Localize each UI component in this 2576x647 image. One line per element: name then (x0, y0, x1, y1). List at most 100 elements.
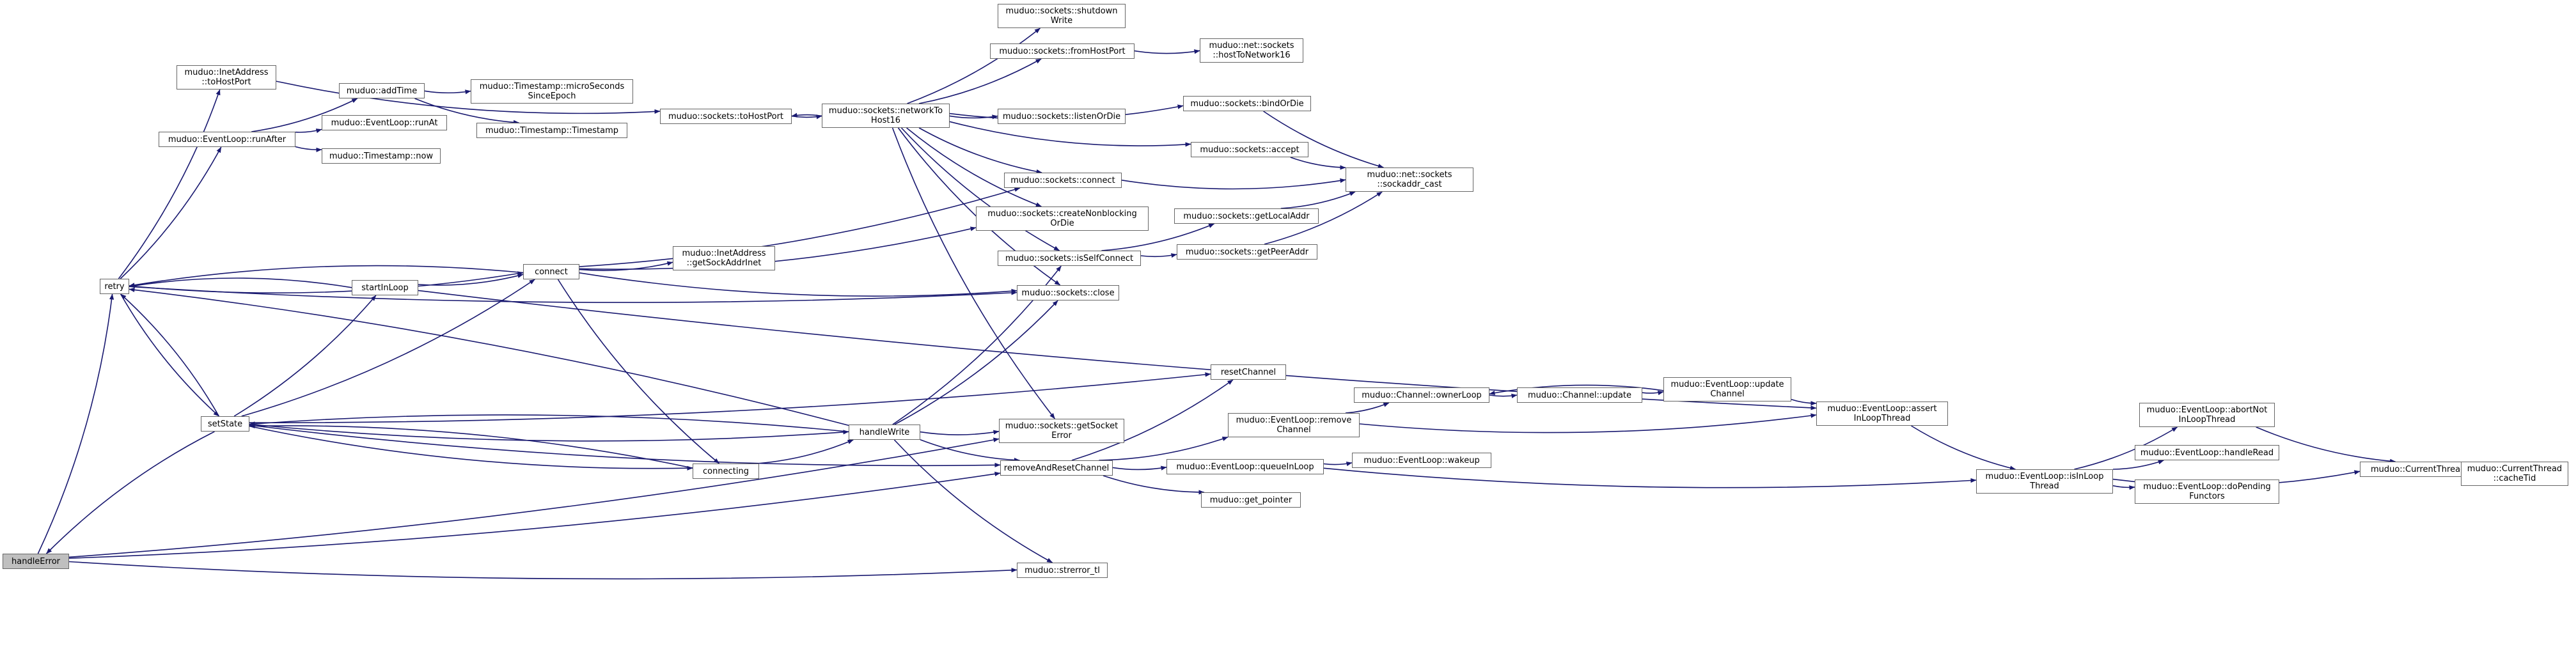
node-tsNow[interactable]: muduo::Timestamp::now (322, 148, 441, 164)
edge-retry-to-runAfter (120, 146, 222, 279)
node-setState[interactable]: setState (201, 416, 249, 432)
node-label-line: muduo::net::sockets (1209, 41, 1294, 51)
edge-retry-to-setState (120, 293, 219, 417)
node-resetChannel[interactable]: resetChannel (1211, 364, 1286, 380)
node-bindOrDie[interactable]: muduo::sockets::bindOrDie (1183, 96, 1311, 111)
node-listenOrDie[interactable]: muduo::sockets::listenOrDie (998, 109, 1126, 124)
node-sockaddrCast[interactable]: muduo::net::sockets::sockaddr_cast (1346, 168, 1473, 192)
node-sockConnect[interactable]: muduo::sockets::connect (1004, 173, 1122, 188)
edge-handleWrite-to-strerror_tl (893, 439, 1053, 563)
node-strerror_tl[interactable]: muduo::strerror_tl (1017, 563, 1108, 578)
node-label-line: muduo::InetAddress (682, 249, 766, 258)
call-edges (37, 27, 2494, 580)
edge-addTime-to-tsCtor (414, 98, 519, 125)
edge-queueInLoop-to-wakeup (1323, 462, 1353, 467)
node-label-line: InLoopThread (1853, 414, 1911, 423)
node-retry[interactable]: retry (100, 279, 129, 294)
node-label-line: retry (104, 281, 125, 292)
node-getSockAddrInet[interactable]: muduo::InetAddress::getSockAddrInet (673, 246, 775, 270)
node-label-line: handleWrite (859, 427, 910, 437)
node-removeAndResetChannel[interactable]: removeAndResetChannel (1000, 460, 1113, 476)
node-label-line: InLoopThread (2178, 415, 2236, 425)
edge-setState-to-handleError (45, 431, 215, 554)
edge-runAfter-to-runAt (295, 129, 322, 134)
edge-connecting-to-setState (249, 423, 693, 469)
edge-networkToHost16-to-shutdownWrite (907, 27, 1041, 104)
edge-connecting-to-handleWrite (757, 439, 854, 464)
node-label-line: Functors (2189, 492, 2225, 501)
node-label-line: muduo::sockets::toHostPort (668, 111, 784, 121)
node-getLocalAddr[interactable]: muduo::sockets::getLocalAddr (1174, 208, 1319, 224)
node-isSelfConnect[interactable]: muduo::sockets::isSelfConnect (998, 251, 1141, 266)
edge-setState-to-handleWrite (249, 423, 849, 442)
node-label-line: muduo::Channel::update (1527, 390, 1632, 400)
node-startInLoop[interactable]: startInLoop (352, 280, 418, 295)
edge-handleWrite-to-retry (129, 287, 849, 426)
edge-networkToHost16-to-accept (949, 121, 1191, 147)
node-label-line: muduo::sockets::createNonblocking (987, 209, 1137, 219)
edge-connect-to-sockClose (579, 272, 1017, 297)
edge-handleError-to-removeAndResetChannel (68, 471, 1001, 559)
node-label-line: muduo::sockets::close (1021, 288, 1115, 298)
node-sockClose[interactable]: muduo::sockets::close (1017, 285, 1119, 300)
edge-networkToHost16-to-fromHostPort (918, 58, 1042, 104)
edge-inetToHostPort-to-sockToHostPort (276, 81, 661, 114)
edge-setState-to-startInLoop (233, 295, 377, 417)
edge-handleWrite-to-setState (249, 414, 849, 433)
edge-retry-to-sockClose (129, 286, 1017, 303)
edge-retry-to-inetToHostPort (118, 89, 221, 279)
node-connecting[interactable]: connecting (693, 464, 759, 479)
node-runAt[interactable]: muduo::EventLoop::runAt (322, 115, 447, 130)
edge-connect-to-retry (129, 265, 524, 288)
edge-removeAndResetChannel-to-removeChannel (1099, 436, 1229, 461)
node-wakeup[interactable]: muduo::EventLoop::wakeup (1352, 453, 1491, 468)
node-addTime[interactable]: muduo::addTime (339, 83, 425, 98)
node-accept[interactable]: muduo::sockets::accept (1191, 142, 1308, 157)
node-channelUpdate[interactable]: muduo::Channel::update (1517, 387, 1642, 403)
edge-assertInLoopThread-to-isInLoopThread (1911, 425, 2016, 471)
edge-networkToHost16-to-createNonblocking (906, 127, 1042, 207)
node-fromHostPort[interactable]: muduo::sockets::fromHostPort (990, 43, 1135, 59)
node-label-line: muduo::sockets::fromHostPort (999, 46, 1126, 56)
node-label-line: muduo::sockets::getSocket (1005, 421, 1119, 431)
edge-addTime-to-tsMicro (424, 90, 471, 95)
node-handleRead[interactable]: muduo::EventLoop::handleRead (2135, 445, 2279, 460)
edge-runAfter-to-addTime (251, 98, 358, 132)
node-label-line: muduo::EventLoop::runAt (331, 118, 438, 128)
edge-removeChannel-to-assertInLoopThread (1359, 413, 1817, 433)
edge-runAfter-to-tsNow (295, 146, 322, 153)
node-inetToHostPort[interactable]: muduo::InetAddress::toHostPort (177, 65, 276, 90)
node-getPointer[interactable]: muduo::get_pointer (1201, 492, 1301, 508)
node-label-line: muduo::Timestamp::microSeconds (479, 82, 625, 91)
node-queueInLoop[interactable]: muduo::EventLoop::queueInLoop (1166, 459, 1324, 474)
node-label-line: resetChannel (1220, 367, 1276, 377)
node-label-line: muduo::sockets::getPeerAddr (1185, 247, 1309, 257)
edge-isSelfConnect-to-getPeerAddr (1140, 253, 1177, 258)
node-cacheTid[interactable]: muduo::CurrentThread::cacheTid (2461, 462, 2568, 486)
node-tsCtor[interactable]: muduo::Timestamp::Timestamp (476, 123, 627, 138)
node-hostToNetwork16[interactable]: muduo::net::sockets::hostToNetwork16 (1200, 38, 1303, 63)
node-ownerLoop[interactable]: muduo::Channel::ownerLoop (1354, 387, 1489, 403)
node-connect[interactable]: connect (523, 264, 579, 279)
node-getPeerAddr[interactable]: muduo::sockets::getPeerAddr (1177, 244, 1317, 260)
node-sockToHostPort[interactable]: muduo::sockets::toHostPort (660, 109, 792, 124)
node-runAfter[interactable]: muduo::EventLoop::runAfter (159, 132, 295, 147)
edge-startInLoop-to-connect (418, 273, 524, 286)
node-label-line: muduo::sockets::shutdown (1005, 6, 1118, 16)
node-label-line: muduo::EventLoop::doPending (2143, 482, 2271, 492)
node-handleWrite[interactable]: handleWrite (849, 425, 920, 440)
node-label-line: muduo::Channel::ownerLoop (1362, 390, 1482, 400)
edge-sockConnect-to-sockaddrCast (1121, 178, 1346, 190)
